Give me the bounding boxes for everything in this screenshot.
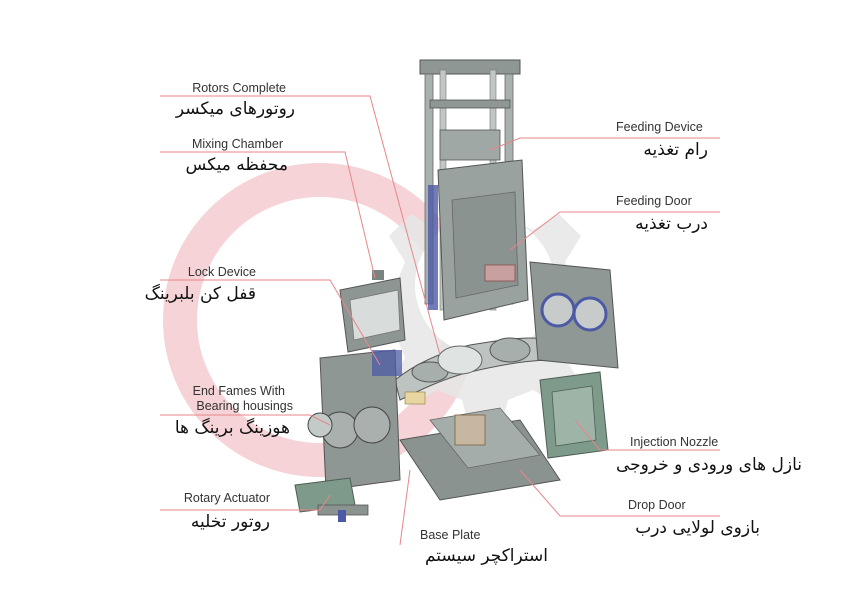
left-end-frame-drawing: [307, 349, 402, 491]
label-lock-fa: قفل کن بلبرینگ: [144, 284, 256, 304]
label-injection-en: Injection Nozzle: [630, 435, 719, 449]
leader-lines: [160, 95, 720, 546]
label-rotors-en: Rotors Complete: [192, 81, 286, 95]
label-rotors-fa: روتورهای میکسر: [175, 99, 295, 119]
label-feeding-door-fa: درب تغذیه: [635, 214, 708, 234]
feeding-device-drawing: [419, 59, 529, 321]
label-mixing-fa: محفظه میکس: [185, 155, 288, 175]
injection-housing-drawing: [539, 371, 609, 459]
label-feeding-device-fa: رام تغذیه: [643, 140, 708, 160]
label-mixing-en: Mixing Chamber: [191, 137, 283, 151]
label-rotary-fa: روتور تخلیه: [190, 512, 270, 532]
label-base-fa: استراکچر سیستم: [424, 546, 548, 566]
right-end-frame-drawing: [529, 261, 619, 369]
rotors-drawing: [394, 337, 553, 405]
label-lock-en: Lock Device: [187, 265, 256, 279]
label-drop-fa: بازوی لولایی درب: [635, 518, 760, 538]
label-base-en: Base Plate: [420, 528, 481, 542]
label-rotary-en: Rotary Actuator: [183, 491, 270, 505]
rotary-actuator-drawing: [294, 477, 369, 522]
label-endframes-en1: End Fames With: [192, 384, 285, 398]
label-endframes-en2: Bearing housings: [196, 399, 293, 413]
label-drop-en: Drop Door: [628, 498, 686, 512]
label-feeding-device-en: Feeding Device: [616, 120, 703, 134]
label-injection-fa: نازل های ورودی و خروجی: [615, 455, 802, 475]
label-feeding-door-en: Feeding Door: [616, 194, 692, 208]
mixing-chamber-drawing: [339, 270, 406, 353]
label-endframes-fa: هوزینگ برینگ ها: [174, 418, 290, 438]
base-plate-drawing: [399, 407, 561, 501]
